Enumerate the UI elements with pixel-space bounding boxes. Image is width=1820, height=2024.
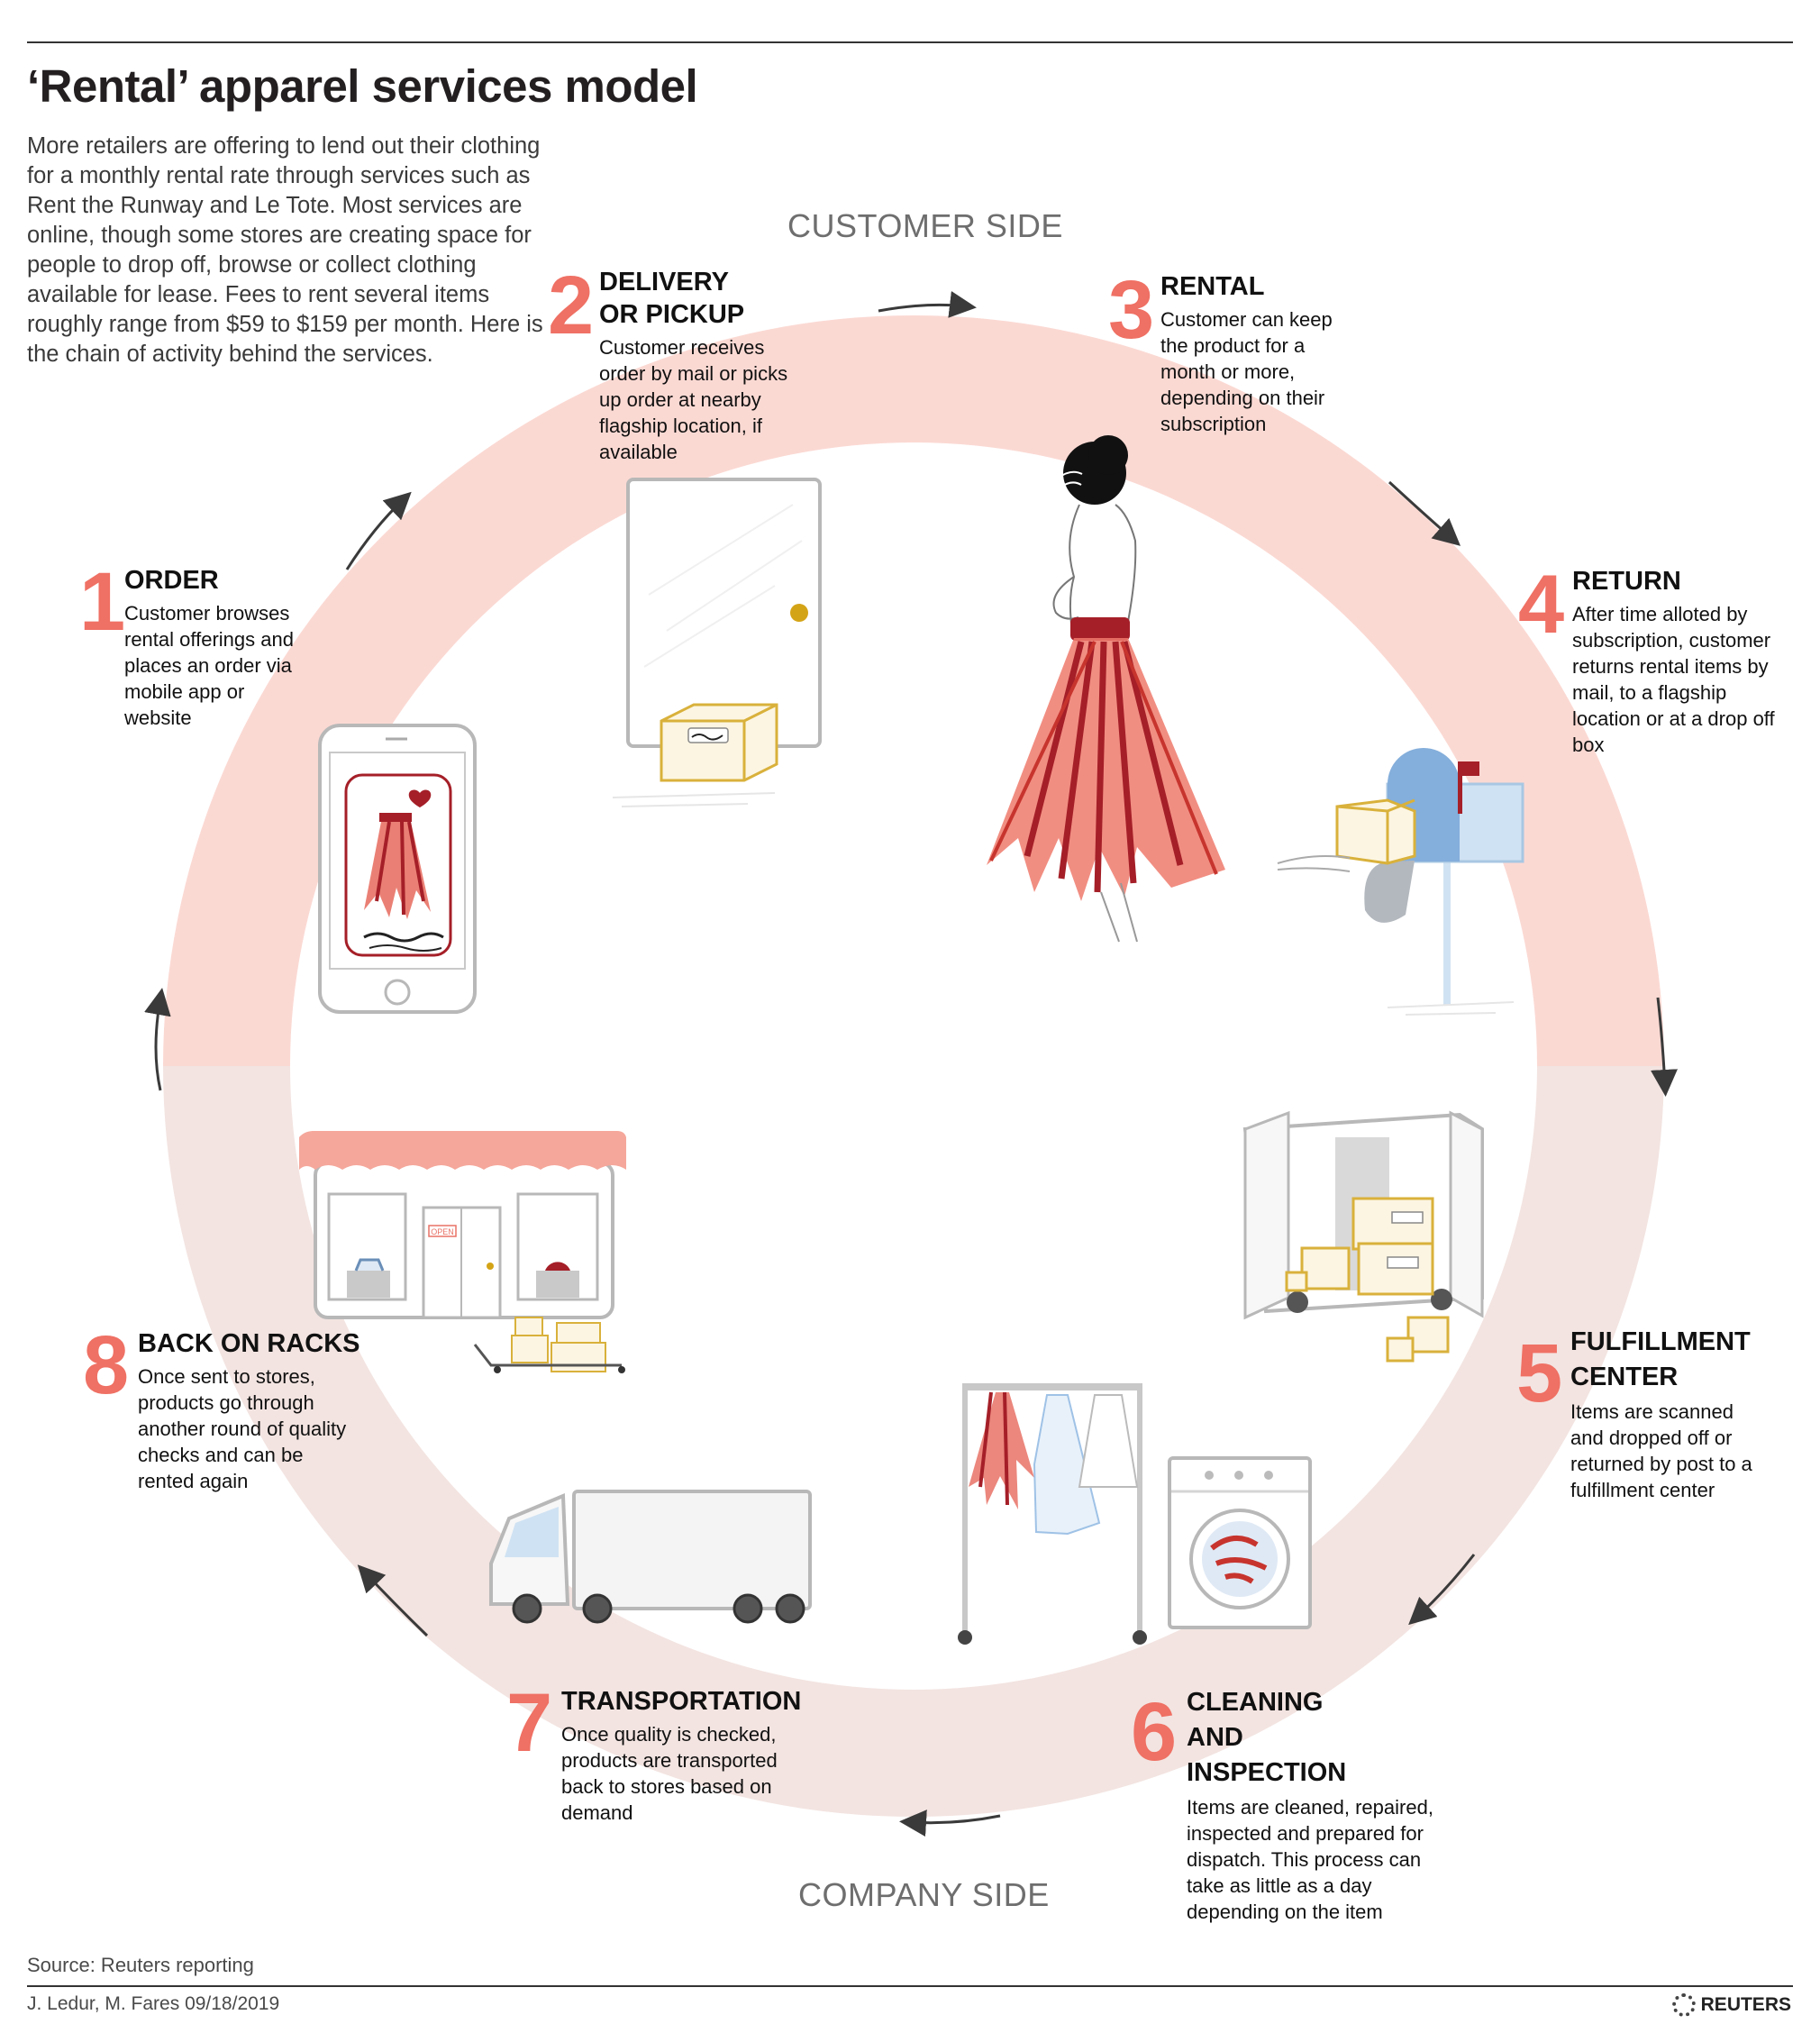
woman-dress-icon — [987, 435, 1225, 943]
step-1: 1 ORDER Customer browses rental offering… — [79, 556, 314, 731]
step-number: 1 — [79, 556, 126, 648]
storefront-icon: OPEN — [299, 1131, 626, 1373]
step-description: Customer can keep the product for a mont… — [1160, 308, 1333, 435]
arrow-4-to-5 — [1651, 997, 1678, 1097]
step-description: Customer browses rental offerings and pl… — [124, 602, 294, 729]
credit-line: J. Ledur, M. Fares 09/18/2019 — [27, 1993, 280, 2014]
step-number: 5 — [1516, 1327, 1563, 1419]
step-4: 4 RETURN After time alloted by subscript… — [1518, 559, 1797, 758]
intro-text: More retailers are offering to lend out … — [27, 133, 543, 367]
warehouse-icon — [1242, 1110, 1484, 1363]
store-open-sign: OPEN — [431, 1227, 454, 1236]
step-7: 7 TRANSPORTATION Once quality is checked… — [506, 1677, 802, 1826]
step-6: 6 CLEANING AND INSPECTION Items are clea… — [1131, 1685, 1437, 1925]
door-package-icon — [612, 478, 822, 807]
step-heading: CLEANING AND INSPECTION — [1187, 1688, 1347, 1787]
reuters-logo: REUTERS — [1671, 1993, 1791, 2017]
arrow-6-to-7 — [899, 1810, 1001, 1837]
step-heading: BACK ON RACKS — [138, 1329, 360, 1358]
step-number: 3 — [1108, 264, 1155, 356]
step-heading: RETURN — [1572, 567, 1681, 596]
reuters-logo-icon — [1671, 1993, 1696, 2017]
page-title: ‘Rental’ apparel services model — [27, 60, 698, 112]
step-heading: TRANSPORTATION — [561, 1687, 802, 1716]
company-side-label: COMPANY SIDE — [798, 1876, 1050, 1913]
step-description: Items are cleaned, repaired, inspected a… — [1187, 1796, 1433, 1923]
step-description: After time alloted by subscription, cust… — [1572, 603, 1775, 756]
arrow-2-to-3 — [878, 290, 977, 318]
step-heading: ORDER — [124, 566, 219, 595]
step-description: Once quality is checked, products are tr… — [561, 1723, 778, 1824]
step-8: 8 BACK ON RACKS Once sent to stores, pro… — [83, 1319, 371, 1494]
step-description: Customer receives order by mail or picks… — [599, 336, 788, 463]
step-heading: FULFILLMENT CENTER — [1570, 1327, 1751, 1391]
arrow-7-to-8 — [357, 1564, 429, 1637]
step-number: 2 — [548, 260, 595, 351]
customer-side-label: CUSTOMER SIDE — [787, 207, 1063, 244]
step-number: 8 — [83, 1319, 130, 1411]
step-number: 4 — [1518, 559, 1565, 651]
step-description: Items are scanned and dropped off or ret… — [1570, 1400, 1752, 1501]
arrow-1-to-2 — [345, 491, 412, 570]
step-heading: DELIVERY OR PICKUP — [599, 268, 745, 329]
smartphone-icon — [318, 724, 477, 1014]
step-number: 7 — [506, 1677, 553, 1769]
arrow-5-to-6 — [1408, 1554, 1476, 1626]
truck-icon — [489, 1490, 812, 1624]
step-number: 6 — [1131, 1686, 1178, 1778]
step-2: 2 DELIVERY OR PICKUP Customer receives o… — [548, 260, 818, 465]
step-3: 3 RENTAL Customer can keep the product f… — [1108, 264, 1379, 437]
mailbox-icon — [1277, 748, 1524, 1016]
arrow-8-to-1 — [144, 988, 171, 1091]
bottom-rule — [27, 1985, 1793, 1987]
ring-center — [290, 442, 1537, 1690]
top-rule — [27, 41, 1793, 43]
brand-name: REUTERS — [1700, 1994, 1791, 2015]
step-5: 5 FULFILLMENT CENTER Items are scanned a… — [1516, 1325, 1796, 1503]
step-heading: RENTAL — [1160, 272, 1265, 301]
step-description: Once sent to stores, products go through… — [138, 1365, 347, 1492]
source-note: Source: Reuters reporting — [27, 1954, 254, 1976]
washing-machine-icon — [958, 1383, 1312, 1645]
arrow-3-to-4 — [1388, 480, 1461, 546]
